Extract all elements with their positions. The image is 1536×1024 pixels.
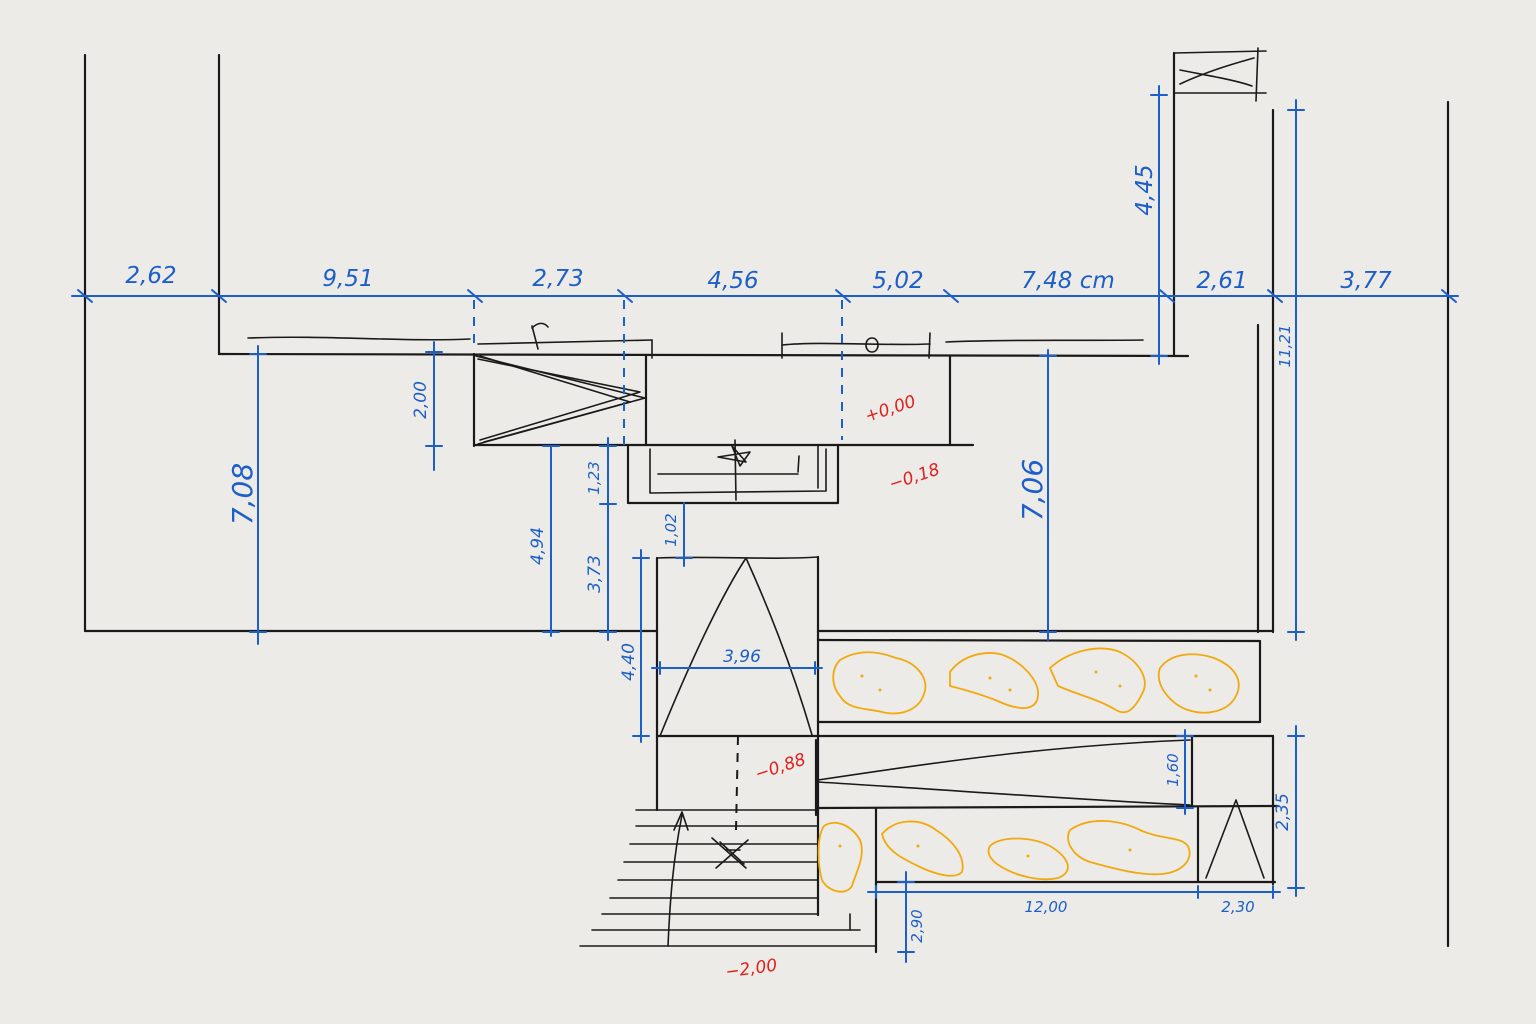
dim-label-2-73: 2,73 xyxy=(532,266,583,292)
dim-label-1-02: 1,02 xyxy=(662,513,680,546)
level-terrace: −0,18 xyxy=(887,460,943,495)
dim-label-7-48: 7,48 cm xyxy=(1021,268,1115,294)
dim-label-9-51: 9,51 xyxy=(322,266,373,292)
level-garden: −2,00 xyxy=(724,956,778,983)
level-markers: +0,00 −0,18 −0,88 −2,00 xyxy=(724,392,942,983)
dim-label-4-94: 4,94 xyxy=(528,527,548,565)
dim-label-7-06: 7,06 xyxy=(1016,459,1049,521)
dim-label-3-77: 3,77 xyxy=(1340,268,1392,294)
vertical-dimension-labels: 7,08 2,00 1,23 4,94 3,73 1,02 4,40 7,06 … xyxy=(226,164,1294,942)
dim-label-2-30: 2,30 xyxy=(1221,898,1254,916)
alignment-guides xyxy=(473,300,843,446)
dim-label-1-23: 1,23 xyxy=(585,461,603,494)
planting xyxy=(817,647,1240,893)
level-landing: −0,88 xyxy=(753,750,809,785)
dim-label-5-02: 5,02 xyxy=(872,268,923,294)
building-outline xyxy=(83,47,1450,954)
top-dimension-labels: 2,62 9,51 2,73 4,56 5,02 7,48 cm 2,61 3,… xyxy=(125,263,1392,294)
dim-label-2-35: 2,35 xyxy=(1273,793,1293,831)
dim-label-3-96: 3,96 xyxy=(723,647,761,667)
dim-label-4-40: 4,40 xyxy=(619,643,639,681)
level-entry: +0,00 xyxy=(863,392,919,427)
dim-label-3-73: 3,73 xyxy=(585,555,605,593)
dim-label-4-45: 4,45 xyxy=(1132,164,1158,215)
dim-label-2-61: 2,61 xyxy=(1196,268,1247,294)
dim-label-2-00: 2,00 xyxy=(411,381,431,419)
dim-label-7-08: 7,08 xyxy=(226,463,259,525)
dim-label-2-62: 2,62 xyxy=(125,263,176,289)
dim-label-4-56: 4,56 xyxy=(707,268,758,294)
dimension-lines xyxy=(71,85,1459,963)
dim-label-1-60: 1,60 xyxy=(1164,753,1182,786)
dim-label-12-00: 12,00 xyxy=(1025,898,1068,916)
horizontal-dimension-labels: 3,96 12,00 2,30 xyxy=(723,647,1255,916)
dim-label-11-21: 11,21 xyxy=(1276,325,1294,368)
dim-label-2-90: 2,90 xyxy=(908,909,926,942)
